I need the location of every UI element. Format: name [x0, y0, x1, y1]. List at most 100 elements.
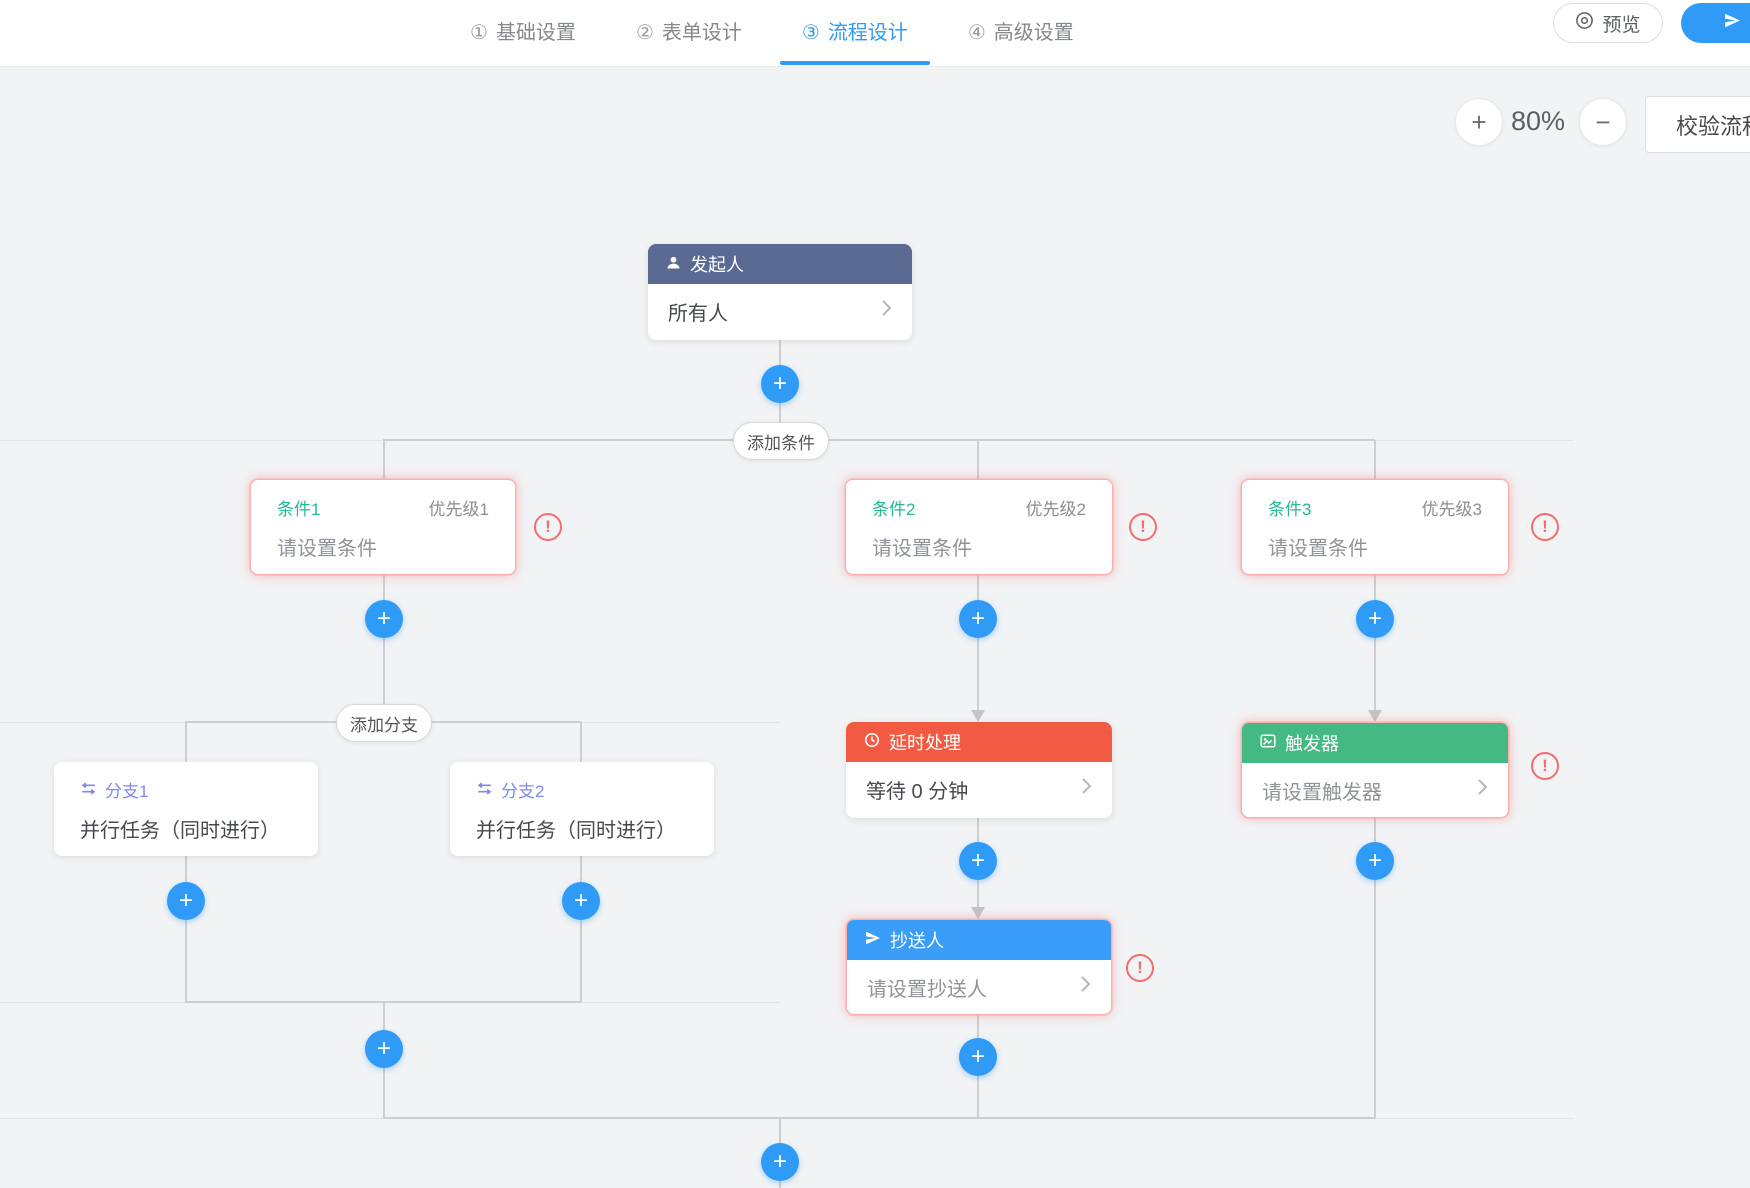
branch2-title: 分支2 [501, 782, 545, 801]
user-icon [666, 254, 681, 275]
warning-icon-condition2: ! [1129, 513, 1157, 541]
tab-label: 流程设计 [827, 22, 908, 44]
preview-label: 预览 [1602, 14, 1641, 36]
publish-button[interactable]: 发布 [1681, 3, 1750, 43]
send-icon [865, 930, 881, 951]
arrowhead-trigger [1368, 710, 1382, 722]
parallel-branch-icon [80, 780, 97, 800]
tab-label: 基础设置 [495, 22, 576, 44]
condition-node-2[interactable]: 条件2 优先级2 请设置条件 [845, 479, 1113, 575]
branch-node-2[interactable]: 分支2 并行任务（同时进行） [450, 762, 714, 856]
branch1-value: 并行任务（同时进行） [80, 820, 280, 842]
tab-form-design[interactable]: ② 表单设计 [606, 0, 772, 66]
validate-flow-button[interactable]: 校验流程 [1645, 96, 1750, 153]
connector-cond1-top [383, 440, 385, 479]
add-node-button-after-condition2[interactable]: + [959, 600, 997, 638]
tab-label: 高级设置 [993, 22, 1074, 44]
add-node-button-final[interactable]: + [761, 1143, 799, 1181]
add-node-button-after-condition1[interactable]: + [365, 600, 403, 638]
step-number: ④ [967, 22, 986, 44]
delay-node-title: 延时处理 [889, 733, 961, 753]
add-node-button-after-branch2[interactable]: + [562, 882, 600, 920]
condition3-placeholder: 请设置条件 [1268, 538, 1368, 560]
add-node-button-after-start[interactable]: + [761, 365, 799, 403]
clock-icon [864, 732, 880, 753]
connector-cond3-down [1374, 575, 1376, 711]
start-node-header: 发起人 [648, 244, 912, 284]
connector-branch2-bottom [580, 856, 582, 1002]
add-node-button-after-branch-group[interactable]: + [365, 1030, 403, 1068]
step-number: ③ [801, 22, 820, 44]
condition-branch-bottom-line [383, 1117, 1375, 1119]
delay-node[interactable]: 延时处理 等待 0 分钟 [846, 722, 1112, 818]
chevron-right-icon [1080, 776, 1092, 802]
trigger-icon [1260, 733, 1276, 754]
arrowhead-delay [971, 710, 985, 722]
trigger-node[interactable]: 触发器 请设置触发器 [1241, 722, 1509, 818]
condition2-priority: 优先级2 [1025, 500, 1086, 519]
tab-basic-settings[interactable]: ① 基础设置 [440, 0, 606, 66]
tab-process-design[interactable]: ③ 流程设计 [772, 0, 938, 66]
delay-node-header: 延时处理 [846, 722, 1112, 762]
add-node-button-after-branch1[interactable]: + [167, 882, 205, 920]
condition3-title: 条件3 [1268, 500, 1312, 519]
add-node-button-after-cc[interactable]: + [959, 1038, 997, 1076]
connector-cond3-top [1374, 440, 1376, 479]
start-node-title: 发起人 [690, 255, 744, 275]
connector-branch2-top [580, 722, 582, 762]
chevron-right-icon [880, 298, 892, 324]
zoom-level: 80% [1510, 106, 1566, 136]
condition-node-1[interactable]: 条件1 优先级1 请设置条件 [250, 479, 516, 575]
branch1-title: 分支1 [105, 782, 149, 801]
condition1-priority: 优先级1 [428, 500, 489, 519]
condition2-placeholder: 请设置条件 [872, 538, 972, 560]
connector-branch1-bottom [185, 856, 187, 1002]
step-number: ① [470, 22, 488, 44]
condition3-priority: 优先级3 [1421, 500, 1482, 519]
warning-icon-condition1: ! [534, 513, 562, 541]
tab-label: 表单设计 [661, 22, 742, 44]
warning-icon-trigger: ! [1531, 752, 1559, 780]
connector-cond2-down [977, 575, 979, 711]
start-node[interactable]: 发起人 所有人 [648, 244, 912, 340]
add-condition-button[interactable]: 添加条件 [733, 422, 829, 460]
warning-icon-cc: ! [1126, 954, 1154, 982]
connector-cond1-down [383, 575, 385, 722]
arrowhead-cc [971, 907, 985, 919]
cc-node[interactable]: 抄送人 请设置抄送人 [846, 919, 1112, 1015]
condition1-placeholder: 请设置条件 [277, 538, 377, 560]
zoom-in-button[interactable]: + [1455, 98, 1503, 146]
chevron-right-icon [1079, 974, 1091, 1000]
cc-node-placeholder: 请设置抄送人 [867, 978, 987, 1001]
condition1-title: 条件1 [277, 500, 321, 519]
connector-cond2-top [977, 440, 979, 479]
add-node-button-after-condition3[interactable]: + [1356, 600, 1394, 638]
chevron-right-icon [1476, 777, 1488, 803]
warning-icon-condition3: ! [1531, 513, 1559, 541]
trigger-node-title: 触发器 [1285, 734, 1339, 754]
add-branch-button[interactable]: 添加分支 [336, 704, 432, 742]
connector-branch1-top [185, 722, 187, 762]
condition-node-3[interactable]: 条件3 优先级3 请设置条件 [1241, 479, 1509, 575]
send-icon [1724, 12, 1741, 35]
condition-branch-top-line [383, 439, 1375, 441]
preview-button[interactable]: 预览 [1553, 3, 1663, 43]
condition2-title: 条件2 [872, 500, 916, 519]
connector-trigger-down [1374, 818, 1376, 1118]
step-tabs: ① 基础设置 ② 表单设计 ③ 流程设计 ④ 高级设置 [440, 0, 1104, 66]
eye-icon [1575, 11, 1594, 36]
add-node-button-after-delay[interactable]: + [959, 842, 997, 880]
top-bar: ① 基础设置 ② 表单设计 ③ 流程设计 ④ 高级设置 预览 发布 [0, 0, 1750, 67]
branch-node-1[interactable]: 分支1 并行任务（同时进行） [54, 762, 318, 856]
zoom-out-button[interactable]: − [1579, 98, 1627, 146]
step-number: ② [635, 22, 654, 44]
add-node-button-after-trigger[interactable]: + [1356, 842, 1394, 880]
delay-node-value: 等待 0 分钟 [866, 780, 969, 803]
parallel-branch-icon [476, 780, 493, 800]
branch2-value: 并行任务（同时进行） [476, 820, 676, 842]
start-node-value: 所有人 [668, 302, 728, 325]
tab-advanced-settings[interactable]: ④ 高级设置 [938, 0, 1104, 66]
cc-node-title: 抄送人 [890, 931, 944, 951]
cc-node-header: 抄送人 [847, 920, 1111, 960]
